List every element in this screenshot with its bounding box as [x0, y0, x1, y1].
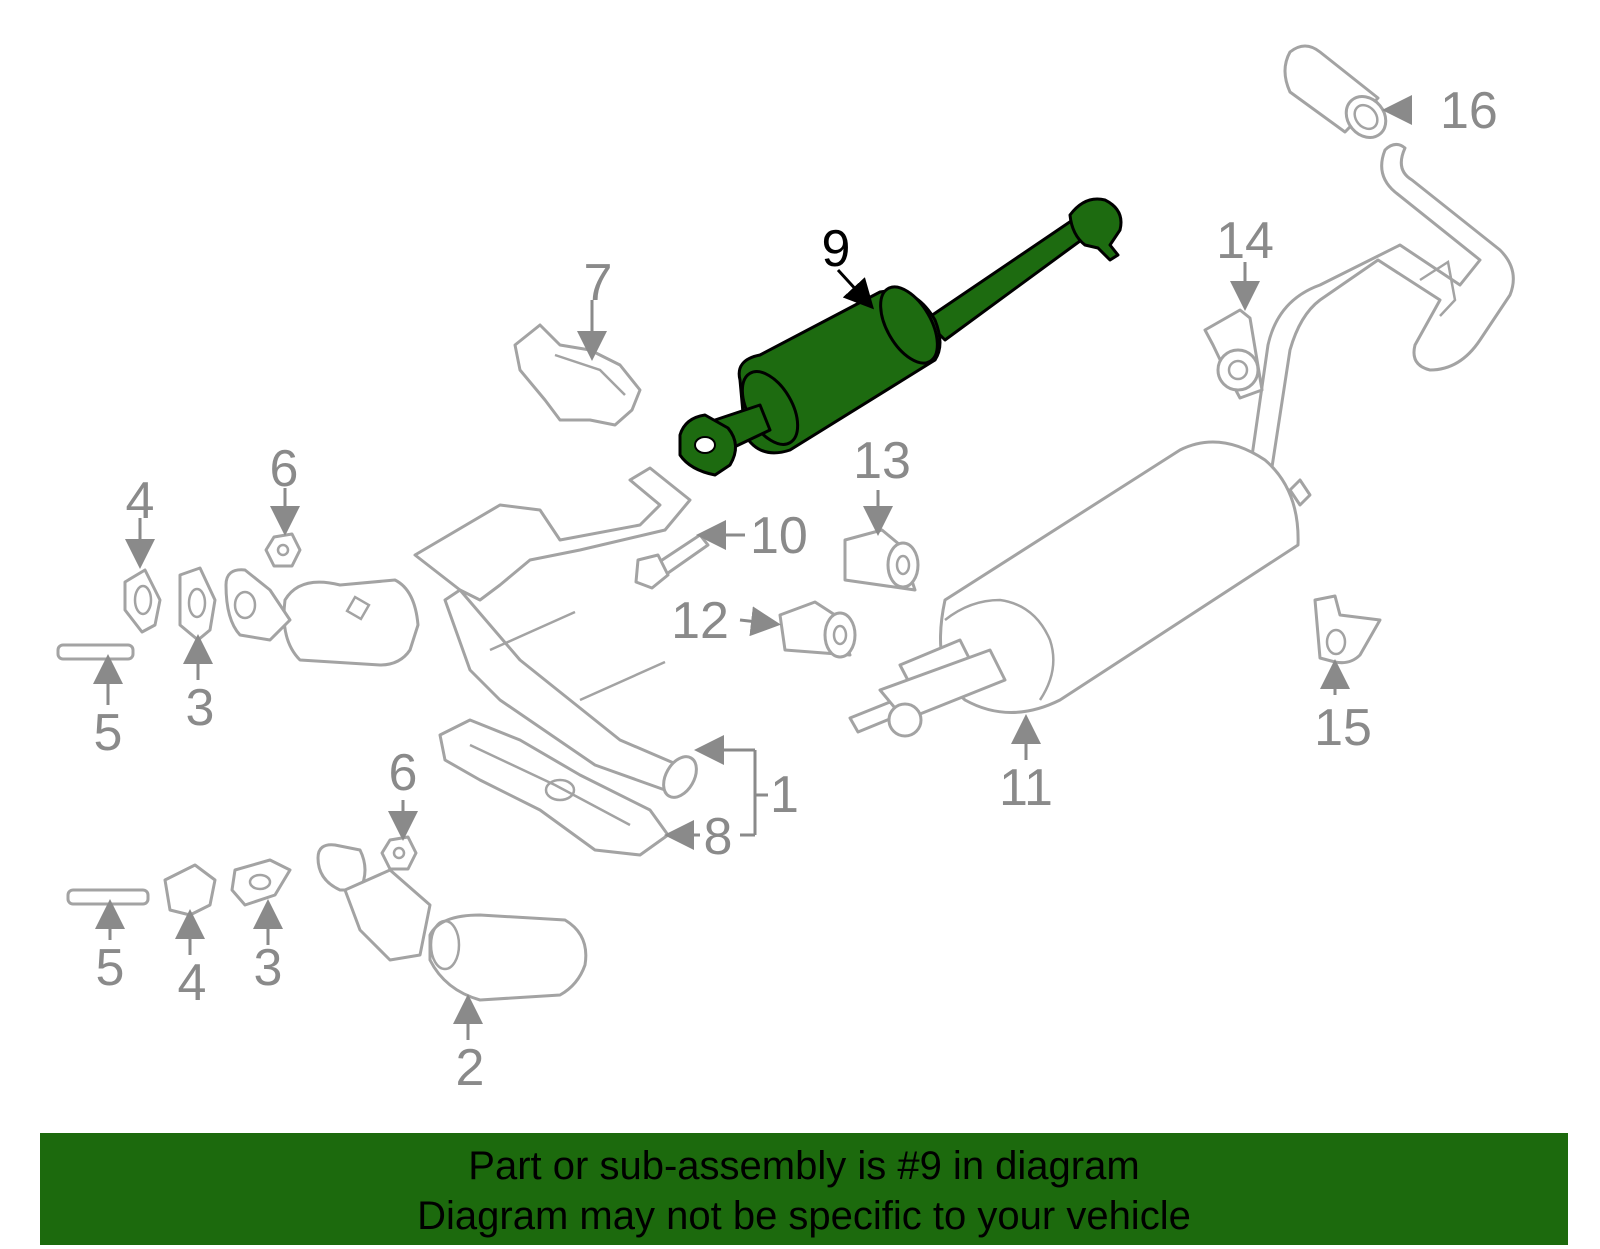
callout-14: 14: [1216, 212, 1274, 270]
part-4-gasket-lower: [163, 863, 217, 917]
banner-line-2: Diagram may not be specific to your vehi…: [417, 1194, 1191, 1238]
part-6-nut-upper: [264, 532, 302, 568]
part-1-y-pipe: [224, 466, 698, 799]
part-9-resonator-highlight: [678, 197, 1123, 477]
callout-3-upper: 3: [186, 679, 215, 737]
part-11-muffler: [848, 440, 1312, 738]
leader-lines: [93, 95, 1412, 1040]
part-14-hanger: [1203, 308, 1264, 400]
part-5-stud-lower: [66, 888, 150, 906]
part-13-insulator: [843, 528, 920, 592]
part-6-nut-lower: [380, 835, 418, 871]
callout-4-upper: 4: [126, 472, 155, 530]
banner-line-1: Part or sub-assembly is #9 in diagram: [468, 1144, 1140, 1188]
part-tailpipe-outline: [1248, 143, 1515, 482]
part-12-insulator: [778, 600, 857, 659]
callout-2: 2: [456, 1039, 485, 1097]
part-2-converter: [316, 843, 588, 1002]
callout-3-lower: 3: [254, 939, 283, 997]
callout-6-lower: 6: [389, 744, 418, 802]
part-4-gasket-upper: [123, 568, 162, 634]
callout-11: 11: [999, 759, 1053, 817]
callout-12: 12: [671, 592, 729, 650]
part-info-banner: Part or sub-assembly is #9 in diagram Di…: [40, 1133, 1568, 1245]
callout-5-lower: 5: [96, 939, 125, 997]
callout-10: 10: [750, 507, 808, 565]
part-5-stud-upper: [56, 643, 135, 661]
part-15-bracket: [1313, 594, 1382, 665]
part-7-heat-shield: [513, 323, 642, 427]
callout-13: 13: [853, 432, 911, 490]
callout-8: 8: [704, 808, 733, 866]
part-16-exhaust-tip: [1283, 44, 1388, 139]
part-8-heat-shield: [438, 718, 670, 857]
callout-1: 1: [770, 766, 799, 824]
callout-6-upper: 6: [270, 440, 299, 498]
callout-5-upper: 5: [94, 704, 123, 762]
part-10-bolt: [634, 533, 710, 590]
part-3-gasket-upper: [178, 566, 217, 642]
callout-4-lower: 4: [178, 954, 207, 1012]
callout-15: 15: [1314, 699, 1372, 757]
part-3-gasket-lower: [230, 858, 292, 907]
callout-16: 16: [1440, 82, 1498, 140]
callout-9: 9: [822, 220, 851, 278]
callout-7: 7: [584, 254, 613, 312]
